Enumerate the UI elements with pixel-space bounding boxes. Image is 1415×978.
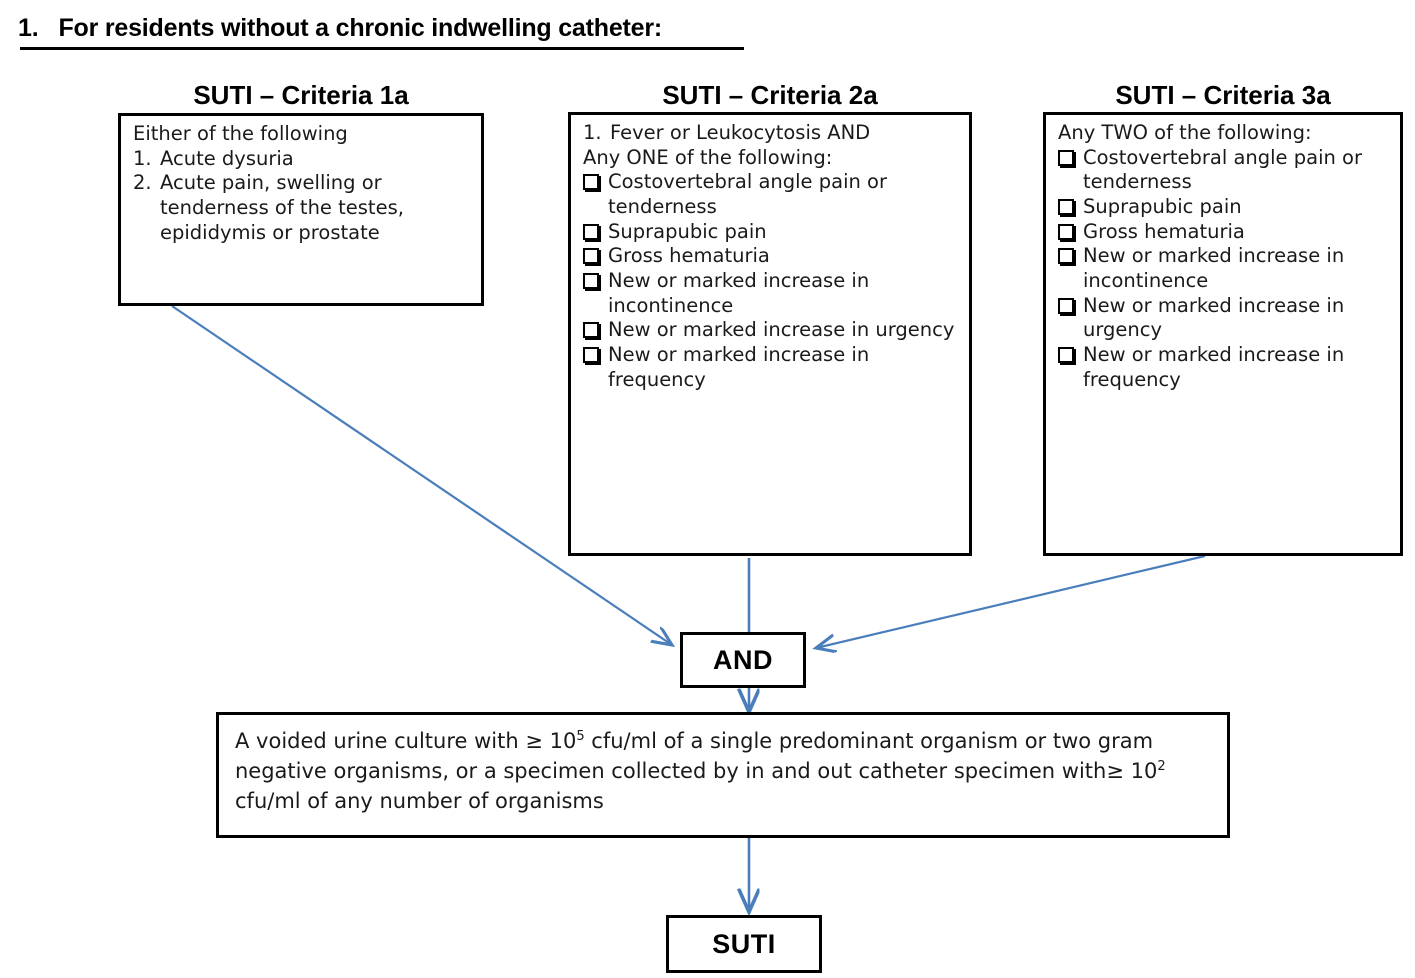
list-marker: 1. xyxy=(583,121,602,144)
checkbox-label: Costovertebral angle pain or tenderness xyxy=(608,170,887,218)
list-marker: 1. xyxy=(133,146,152,170)
checkbox-icon[interactable] xyxy=(1058,223,1083,240)
checkbox-icon[interactable] xyxy=(1058,149,1083,166)
criteria-box-2a-body: 1. Fever or Leukocytosis AND Any ONE of … xyxy=(583,121,959,392)
criteria-3a-checkbox-item[interactable]: New or marked increase in frequency xyxy=(1058,343,1390,392)
checkbox-icon[interactable] xyxy=(1058,297,1083,314)
criteria-2a-checkbox-item[interactable]: Suprapubic pain xyxy=(583,220,959,245)
criteria-2a-intro: Any ONE of the following: xyxy=(583,145,833,169)
and-node-label: AND xyxy=(713,644,773,675)
criteria-box-1a-body: Either of the following 1. Acute dysuria… xyxy=(133,122,471,245)
criteria-3a-checkbox-item[interactable]: Suprapubic pain xyxy=(1058,195,1390,220)
checkbox-icon[interactable] xyxy=(1058,198,1083,215)
checkbox-label: New or marked increase in frequency xyxy=(1083,342,1345,391)
criteria-3a-checkbox-item[interactable]: Gross hematuria xyxy=(1058,220,1390,245)
criteria-box-1a: Either of the following 1. Acute dysuria… xyxy=(118,113,484,306)
column-heading-criteria-1a-label: SUTI – Criteria 1a xyxy=(193,80,409,110)
criteria-3a-checkbox-item[interactable]: New or marked increase in urgency xyxy=(1058,294,1390,343)
checkbox-label: Gross hematuria xyxy=(1083,219,1245,243)
page-title-underline xyxy=(20,47,744,50)
column-heading-criteria-3a-label: SUTI – Criteria 3a xyxy=(1115,80,1331,110)
page-title-text: For residents without a chronic indwelli… xyxy=(58,14,663,42)
criteria-2a-checkbox-item[interactable]: New or marked increase in urgency xyxy=(583,318,959,343)
urine-culture-seg-4: ≥ 10 xyxy=(1106,758,1158,783)
criteria-3a-intro: Any TWO of the following: xyxy=(1058,121,1312,144)
and-node: AND xyxy=(680,632,806,688)
checkbox-icon[interactable] xyxy=(583,248,608,265)
urine-culture-sup-2: 2 xyxy=(1157,758,1166,774)
criteria-3a-checkbox-item[interactable]: New or marked increase in incontinence xyxy=(1058,244,1390,293)
column-heading-criteria-3a: SUTI – Criteria 3a xyxy=(1043,80,1403,111)
page-title: 1. For residents without a chronic indwel… xyxy=(18,14,662,43)
urine-culture-seg-0: A voided urine culture with xyxy=(235,729,526,753)
checkbox-label: Gross hematuria xyxy=(608,244,770,268)
criteria-3a-checkbox-item[interactable]: Costovertebral angle pain or tenderness xyxy=(1058,146,1390,195)
outcome-node-label: SUTI xyxy=(712,928,776,959)
checkbox-label: New or marked increase in urgency xyxy=(1083,293,1345,342)
criteria-2a-checkbox-item[interactable]: Costovertebral angle pain or tenderness xyxy=(583,170,959,219)
checkbox-label: New or marked increase in frequency xyxy=(608,342,870,391)
urine-culture-seg-3: cfu/ml of a single predominant organism … xyxy=(235,729,1154,783)
list-item-text: Fever or Leukocytosis AND xyxy=(610,121,871,144)
checkbox-icon[interactable] xyxy=(583,174,608,191)
page-title-number: 1. xyxy=(18,14,39,42)
list-marker: 2. xyxy=(133,171,152,195)
criteria-box-3a-body: Any TWO of the following: Costovertebral… xyxy=(1058,121,1390,392)
list-item-text: Acute dysuria xyxy=(160,146,294,170)
criteria-1a-item: 2. Acute pain, swelling or tenderness of… xyxy=(133,171,471,245)
checkbox-label: Suprapubic pain xyxy=(1083,194,1242,218)
checkbox-label: New or marked increase in urgency xyxy=(608,318,955,342)
criteria-2a-checkbox-item[interactable]: Gross hematuria xyxy=(583,244,959,269)
criteria-1a-intro: Either of the following xyxy=(133,122,348,145)
urine-culture-seg-1: ≥ 10 xyxy=(525,729,577,753)
checkbox-icon[interactable] xyxy=(583,322,608,339)
checkbox-icon[interactable] xyxy=(583,272,608,289)
criteria-2a-checkbox-item[interactable]: New or marked increase in incontinence xyxy=(583,269,959,318)
criteria-box-2a: 1. Fever or Leukocytosis AND Any ONE of … xyxy=(568,112,972,556)
criteria-box-3a: Any TWO of the following: Costovertebral… xyxy=(1043,112,1403,556)
arrow-criteria3-to-and xyxy=(816,554,1206,648)
column-heading-criteria-1a: SUTI – Criteria 1a xyxy=(118,80,484,111)
urine-culture-sup-5: 5 xyxy=(576,729,585,744)
checkbox-label: New or marked increase in incontinence xyxy=(1083,244,1345,292)
column-heading-criteria-2a-label: SUTI – Criteria 2a xyxy=(662,80,878,110)
list-item-text: Acute pain, swelling or tenderness of th… xyxy=(160,171,404,244)
checkbox-icon[interactable] xyxy=(1058,346,1083,363)
criteria-2a-item: 1. Fever or Leukocytosis AND xyxy=(583,121,959,146)
checkbox-icon[interactable] xyxy=(1058,248,1083,265)
criteria-2a-checkbox-item[interactable]: New or marked increase in frequency xyxy=(583,343,959,392)
checkbox-icon[interactable] xyxy=(583,223,608,240)
urine-culture-text: A voided urine culture with ≥ 105 cfu/ml… xyxy=(235,727,1213,816)
criteria-1a-item: 1. Acute dysuria xyxy=(133,147,471,172)
outcome-node-suti: SUTI xyxy=(666,915,822,973)
checkbox-label: Costovertebral angle pain or tenderness xyxy=(1083,145,1362,194)
column-heading-criteria-2a: SUTI – Criteria 2a xyxy=(568,80,972,111)
urine-culture-seg-6: cfu/ml of any number of organisms xyxy=(235,788,604,813)
checkbox-label: Suprapubic pain xyxy=(608,219,767,243)
checkbox-label: New or marked increase in incontinence xyxy=(608,268,870,317)
urine-culture-node: A voided urine culture with ≥ 105 cfu/ml… xyxy=(216,712,1230,838)
checkbox-icon[interactable] xyxy=(583,346,608,363)
